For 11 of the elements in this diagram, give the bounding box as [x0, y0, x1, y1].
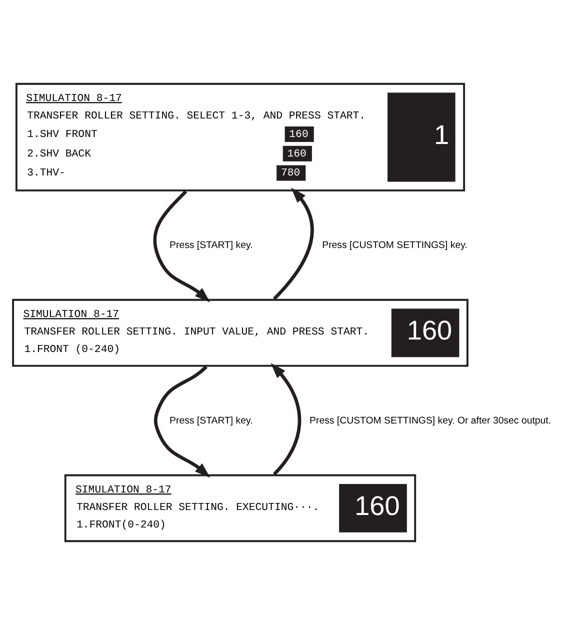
- edge-label: Press [CUSTOM SETTINGS] key.: [322, 240, 468, 252]
- arrow: [272, 188, 314, 300]
- arrow: [153, 190, 210, 302]
- edge-label: Press [START] key.: [170, 415, 253, 426]
- node-box: SIMULATION 8-17 TRANSFER ROLLER SETTING. SELECT 1-3, AND PRESS START. 1.SHV FRONT 160 2.SHV BACK 160 3.THV- 780 1: [15, 82, 466, 192]
- arrow: [154, 366, 210, 478]
- edge-label: Press [CUSTOM SETTINGS] key. Or after 30sec output.: [310, 415, 552, 426]
- node-box: SIMULATION 8-17 TRANSFER ROLLER SETTING. INPUT VALUE, AND PRESS START. 1.FRONT (0-240) 160: [12, 298, 468, 367]
- edge-label: Press [START] key.: [170, 240, 253, 252]
- arrow: [270, 362, 302, 476]
- node-box: SIMULATION 8-17 TRANSFER ROLLER SETTING. EXECUTING···. 1.FRONT(0-240) 160: [64, 474, 416, 542]
